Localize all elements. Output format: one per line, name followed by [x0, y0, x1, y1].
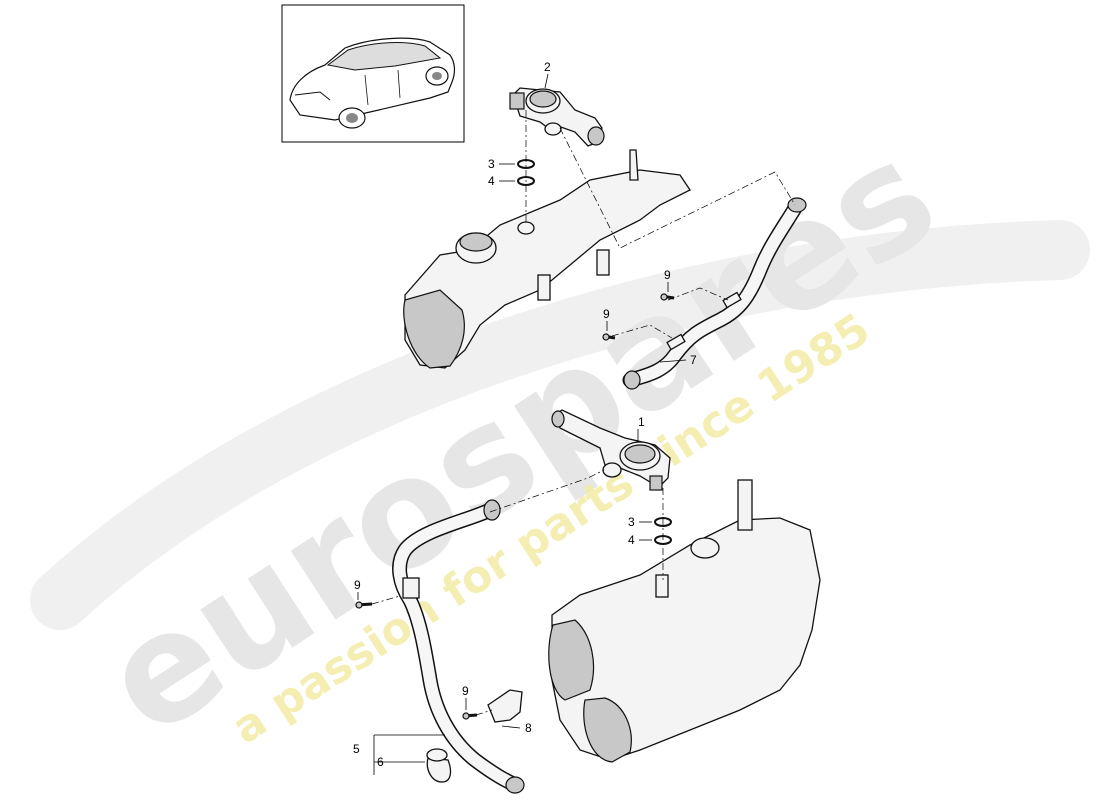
callout-top-9a: 9 [664, 268, 671, 282]
brackets [426, 689, 523, 783]
vehicle-thumbnail [281, 4, 465, 143]
callouts: 2 3 4 9 9 7 1 3 4 9 9 8 5 6 [353, 60, 697, 769]
assembly-lines [371, 110, 796, 716]
callout-top-9b: 9 [603, 307, 610, 321]
callout-bot-5: 5 [353, 742, 360, 756]
callout-bot-9b: 9 [462, 684, 469, 698]
vent-hose-lower [392, 499, 525, 794]
callout-bot-1: 1 [638, 415, 645, 429]
cylinder-head-cover-upper [403, 149, 691, 369]
vent-hose-upper [622, 197, 807, 390]
callout-top-7: 7 [690, 353, 697, 367]
watermark-brand: eurospares [75, 108, 965, 770]
callout-bot-8: 8 [525, 721, 532, 735]
callout-top-2: 2 [544, 60, 551, 74]
leader-lines [357, 73, 687, 775]
callout-top-4: 4 [488, 174, 495, 188]
callout-bot-4: 4 [628, 533, 635, 547]
screws [355, 293, 675, 720]
callout-bot-6: 6 [377, 755, 384, 769]
car-sedan-icon [289, 37, 456, 129]
oil-separator-valve-lower [551, 409, 671, 491]
callout-top-3: 3 [488, 157, 495, 171]
callout-bot-9a: 9 [354, 578, 361, 592]
oil-separator-valve-upper [509, 87, 605, 147]
cylinder-head-cover-lower [548, 479, 821, 763]
callout-bot-3: 3 [628, 515, 635, 529]
watermark-swoosh [30, 220, 1090, 630]
